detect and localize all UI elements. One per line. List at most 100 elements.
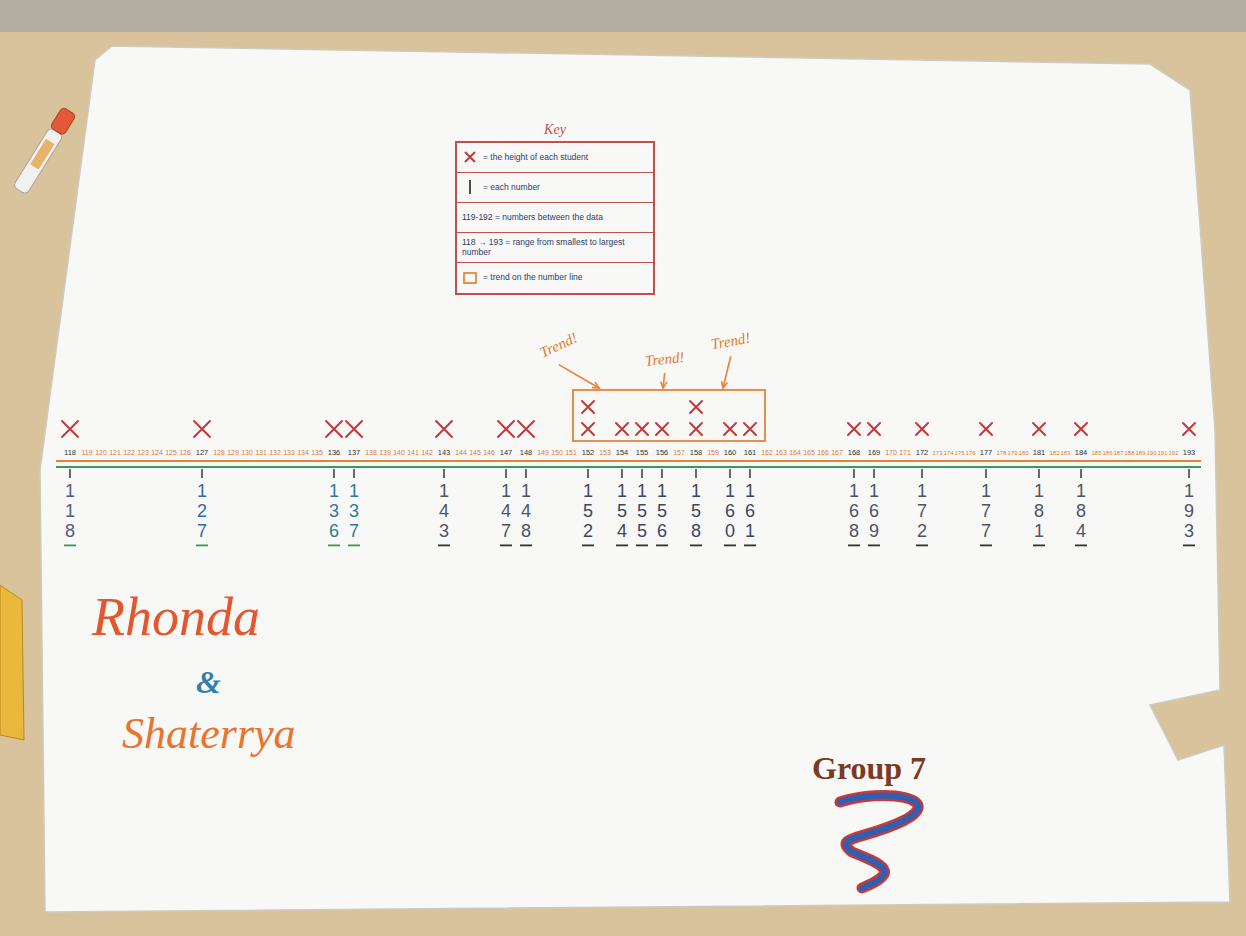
marker-cap [50, 107, 76, 136]
tick-number: 121 [109, 449, 121, 456]
x-mark [1075, 423, 1087, 435]
student-name: Shaterrya [122, 712, 296, 756]
x-mark [518, 421, 534, 437]
tick-number: 124 [151, 449, 163, 456]
data-value: 177 [977, 482, 995, 541]
data-tick [505, 469, 506, 478]
legend-text: = the height of each student [483, 152, 648, 163]
tick-number: 182 [1049, 450, 1059, 456]
x-mark [744, 423, 756, 435]
x-mark [868, 423, 880, 435]
data-tick [661, 469, 662, 478]
data-value: 137 [345, 482, 363, 541]
x-mark [1183, 423, 1195, 435]
tick-number: 147 [500, 449, 513, 457]
legend-row: 118 → 193 = range from smallest to large… [457, 233, 653, 263]
legend-text: 119-192 = numbers between the data [462, 212, 648, 223]
marker-body [13, 127, 64, 195]
data-tick [443, 469, 444, 478]
trend-callout: Trend! [538, 330, 580, 360]
column-underline [196, 544, 208, 546]
column-underline [724, 544, 736, 546]
data-value: 156 [653, 482, 671, 541]
data-value: 147 [497, 482, 515, 541]
tick-number: 177 [980, 449, 993, 457]
paper-sheet [40, 46, 1230, 912]
column-underline [64, 544, 76, 546]
tick-number: 173 [932, 450, 942, 456]
trend-box-sample [464, 273, 476, 283]
tick-number: 162 [761, 449, 773, 456]
tick-number: 166 [817, 449, 829, 456]
arrow-head [722, 381, 728, 388]
key-heading: Key [455, 122, 655, 141]
legend-sample [462, 149, 478, 165]
column-underline [438, 544, 450, 546]
tick-number: 167 [831, 449, 843, 456]
x-mark [498, 421, 514, 437]
tick-number: 163 [775, 449, 787, 456]
trend-arrow [722, 356, 731, 388]
data-tick [1080, 469, 1081, 478]
student-name: Rhonda [92, 590, 260, 644]
tick-number: 190 [1146, 450, 1156, 456]
column-underline [848, 544, 860, 546]
data-value: 172 [913, 482, 931, 541]
legend-row: = the height of each student [457, 143, 653, 173]
column-underline [744, 544, 756, 546]
tick-number: 179 [1007, 450, 1017, 456]
x-mark [582, 423, 594, 435]
column-underline [348, 544, 360, 546]
data-tick [333, 469, 334, 478]
data-value: 184 [1072, 482, 1090, 541]
data-value: 158 [687, 482, 705, 541]
tick-number: 140 [393, 449, 405, 456]
tick-number: 152 [582, 449, 595, 457]
data-tick [985, 469, 986, 478]
tick-number: 128 [213, 449, 225, 456]
tick-number: 184 [1075, 449, 1088, 457]
leader-line [559, 365, 599, 388]
arrow-head [592, 382, 599, 388]
column-underline [636, 544, 648, 546]
tick-number: 186 [1102, 450, 1112, 456]
column-underline [868, 544, 880, 546]
data-value: 118 [61, 482, 79, 541]
legend-text: = trend on the number line [483, 272, 648, 283]
tick-number: 174 [943, 450, 953, 456]
tick-number: 133 [283, 449, 295, 456]
trend-callout: Trend! [710, 331, 751, 353]
tick-number: 158 [690, 449, 703, 457]
x-mark [582, 401, 594, 413]
x-mark [436, 421, 452, 437]
tick-number: 138 [365, 449, 377, 456]
legend-row: = trend on the number line [457, 263, 653, 293]
marker-band [30, 139, 54, 170]
tick-number: 187 [1113, 450, 1123, 456]
tick-number: 148 [520, 449, 533, 457]
tick-number: 168 [848, 449, 861, 457]
tick-number: 122 [123, 449, 135, 456]
tick-number: 137 [348, 449, 361, 457]
tick-number: 165 [803, 449, 815, 456]
tick-number: 143 [438, 449, 451, 457]
x-mark [1033, 423, 1045, 435]
data-tick [921, 469, 922, 478]
x-mark [980, 423, 992, 435]
data-value: 148 [517, 482, 535, 541]
tick-number: 142 [421, 449, 433, 456]
data-value: 143 [435, 482, 453, 541]
data-tick [587, 469, 588, 478]
tick-number: 130 [241, 449, 253, 456]
tick-number: 178 [996, 450, 1006, 456]
x-mark [194, 421, 210, 437]
column-underline [656, 544, 668, 546]
tick-number: 120 [95, 449, 107, 456]
legend-sample [462, 270, 478, 286]
key-border: = the height of each student= each numbe… [455, 141, 655, 295]
trend-box [573, 390, 765, 441]
tick-number: 145 [469, 449, 481, 456]
squiggle [840, 796, 918, 888]
tick-number: 146 [483, 449, 495, 456]
tick-number: 153 [599, 449, 611, 456]
